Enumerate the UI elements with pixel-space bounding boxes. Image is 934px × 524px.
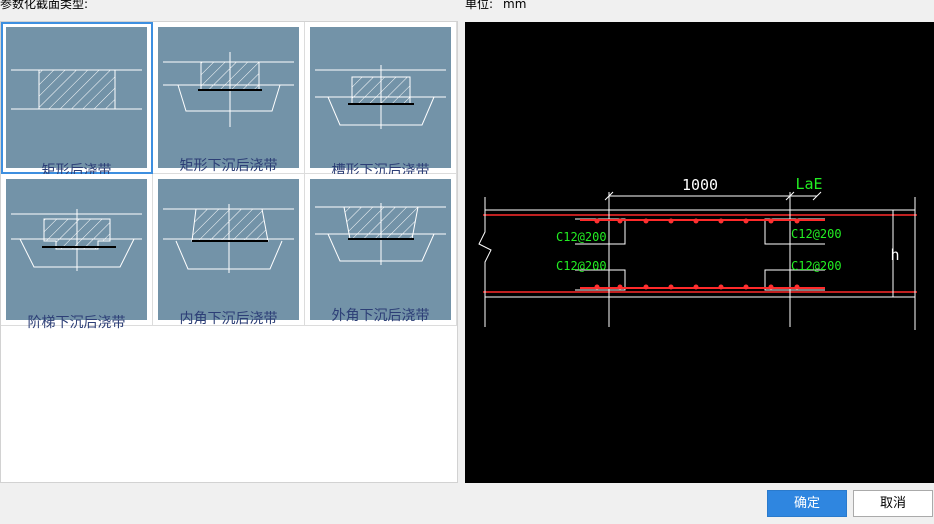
lap-length-label: LaE [795,175,822,193]
section-tile-label: 阶梯下沉后浇带 [27,315,126,331]
section-tile-label: 矩形下沉后浇带 [179,158,278,174]
rebar-label-bottom-left: C12@200 [556,259,607,273]
section-diagram-icon [315,203,446,265]
section-thumbnail [310,179,451,320]
section-tile-channel-sunken[interactable]: 槽形下沉后浇带 [305,22,457,179]
section-diagram-icon [163,204,294,273]
height-label: h [890,246,899,264]
section-tile-rect-sunken[interactable]: 矩形下沉后浇带 [153,22,305,174]
post-cast-strip-drawing: 1000 LaE C12@200 C12@200 C12@200 C12@200… [478,175,917,330]
rebar-label-top-right: C12@200 [791,227,842,241]
unit-value: mm [503,0,527,11]
section-diagram-icon [315,65,446,129]
section-thumbnail [158,179,299,320]
section-tile-rectangle[interactable]: 矩形后浇带 [1,22,153,179]
section-thumbnail [6,27,147,168]
section-type-gallery: 矩形后浇带 矩形下沉后浇带 [0,21,458,483]
rebar-label-top-left: C12@200 [556,230,607,244]
rebar-label-bottom-right: C12@200 [791,259,842,273]
section-diagram-icon [163,52,294,127]
section-tile-label: 内角下沉后浇带 [179,311,278,327]
unit-label-group: 单位: mm [465,0,526,12]
width-dimension: 1000 [682,176,718,194]
section-thumbnail [158,27,299,168]
preview-canvas: 1000 LaE C12@200 C12@200 C12@200 C12@200… [465,22,934,483]
section-thumbnail [6,179,147,320]
section-diagram-icon [11,69,142,110]
section-tile-label: 外角下沉后浇带 [331,308,430,324]
section-thumbnail [310,27,451,168]
section-tile-stepped-sunken[interactable]: 阶梯下沉后浇带 [1,174,153,331]
section-type-label: 参数化截面类型: [0,0,89,11]
ok-button[interactable]: 确定 [767,490,847,517]
cancel-button[interactable]: 取消 [853,490,933,517]
section-diagram-icon [11,209,142,271]
section-tile-outer-corner-sunken[interactable]: 外角下沉后浇带 [305,174,457,326]
rebar-dots-top [594,218,800,224]
rebar-dots-bottom [594,284,800,290]
section-tile-inner-corner-sunken[interactable]: 内角下沉后浇带 [153,174,305,327]
unit-label: 单位: [465,0,494,11]
